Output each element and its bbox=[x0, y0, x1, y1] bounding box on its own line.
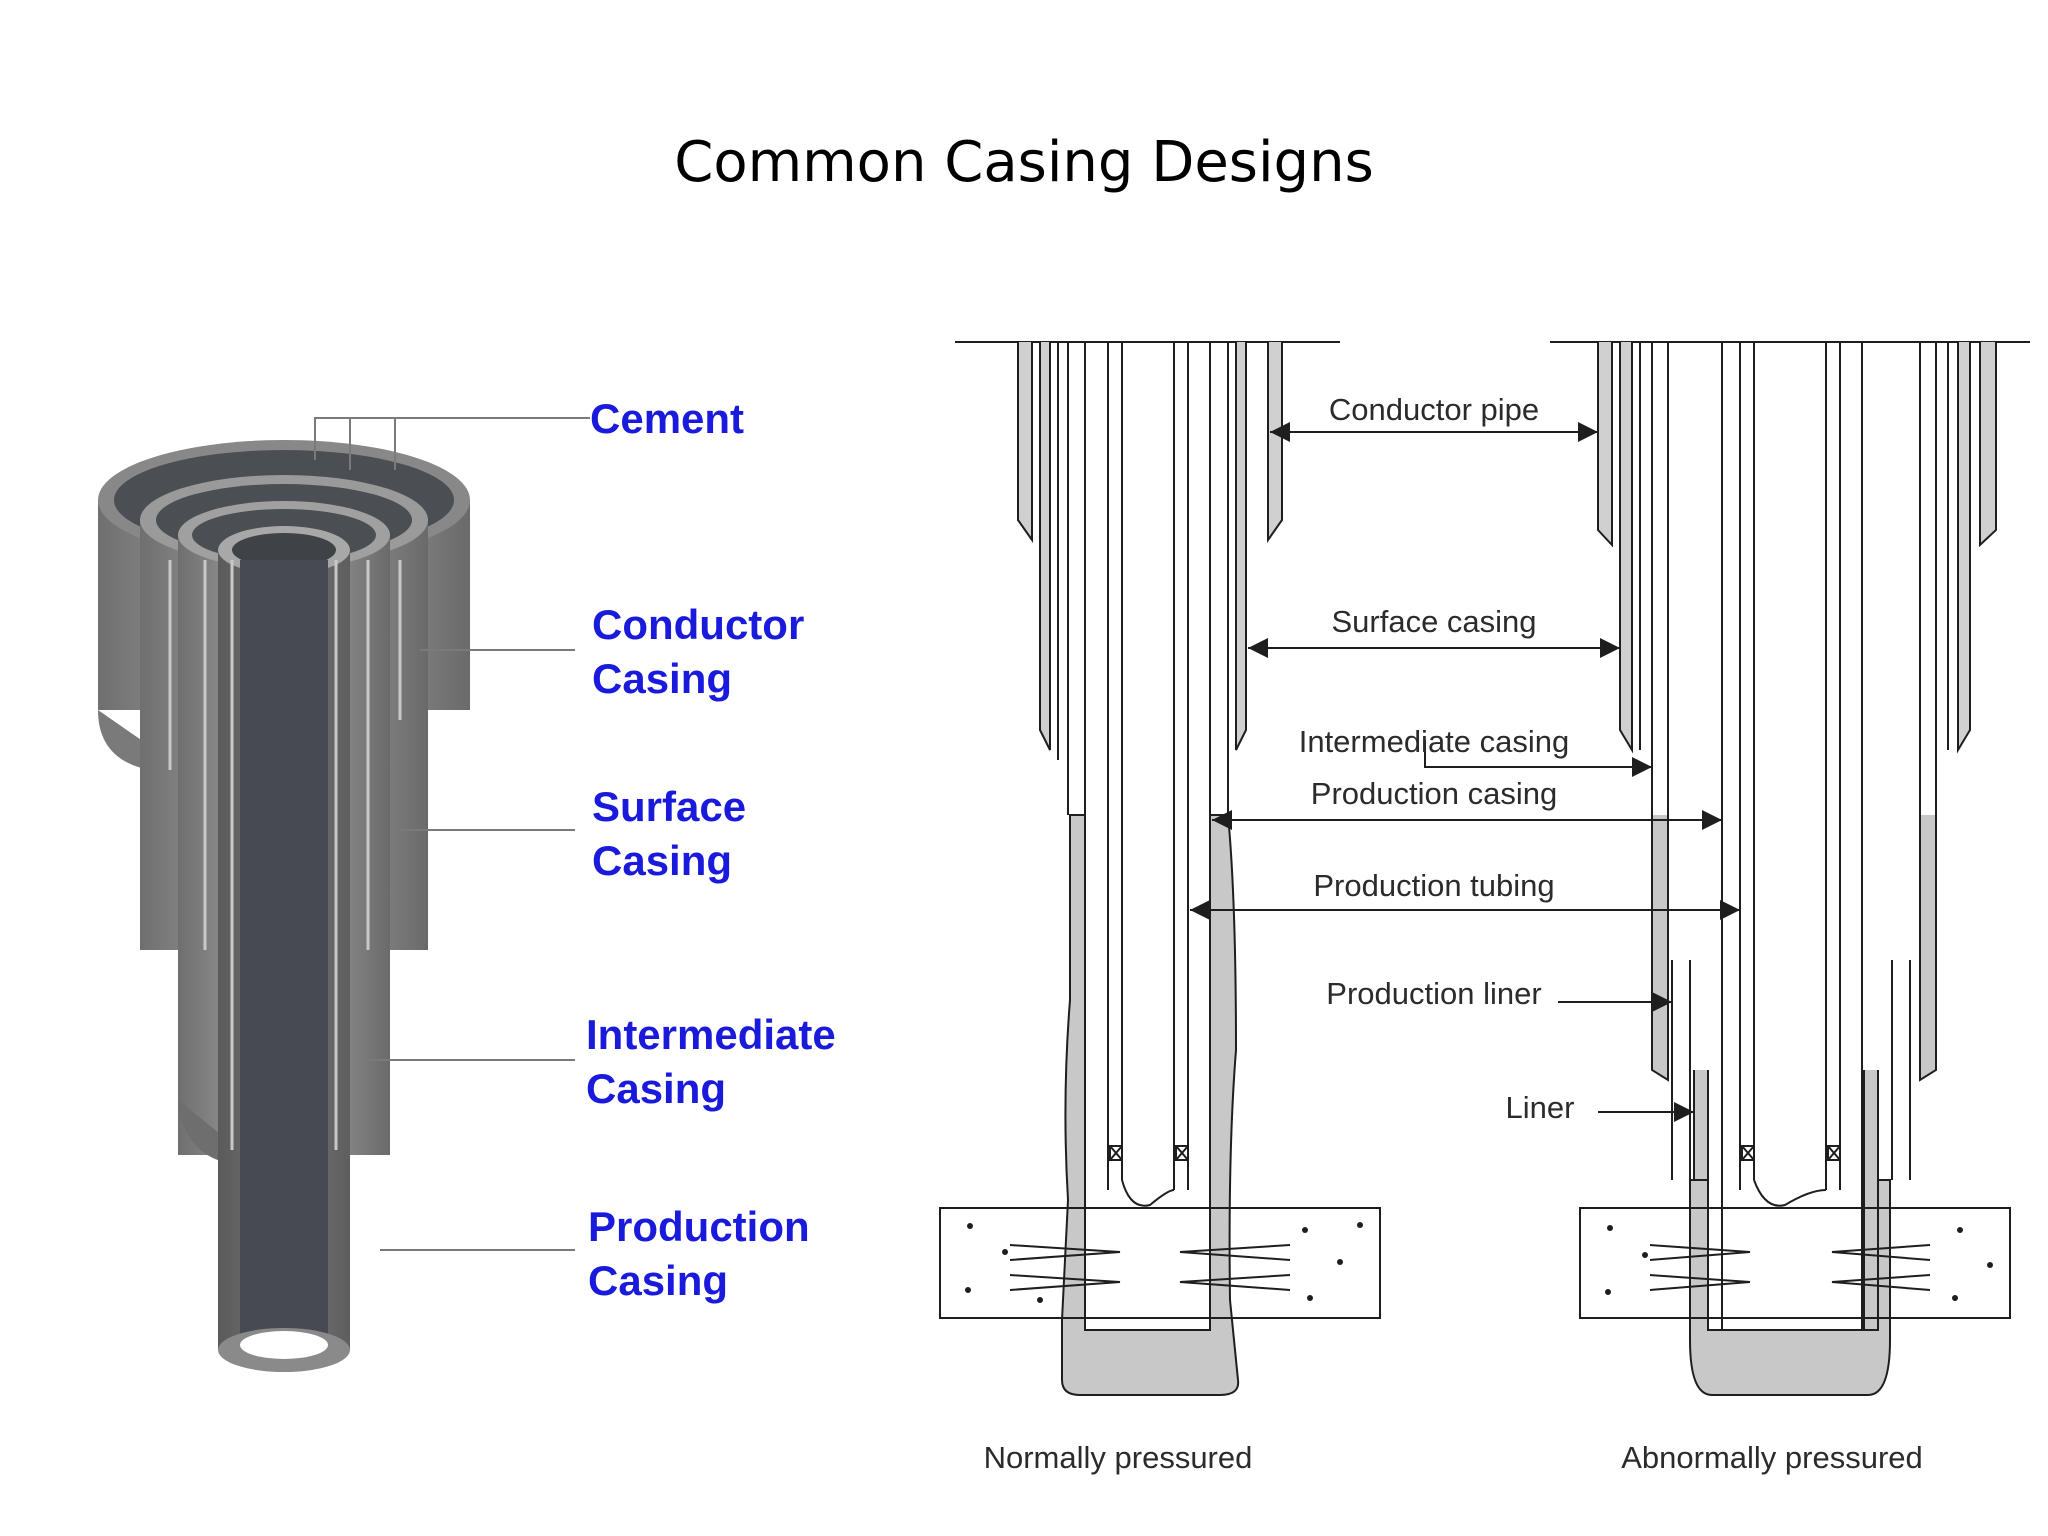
intermediate-casing-label-line2: Casing bbox=[586, 1065, 727, 1112]
cutaway-leader-lines bbox=[314, 417, 590, 1251]
intermediate-casing-arrow bbox=[1424, 740, 1652, 777]
surface-casing-label: Surface Casing bbox=[592, 780, 746, 888]
intermediate-casing-label-line1: Intermediate bbox=[586, 1011, 836, 1058]
conductor-casing-label: Conductor Casing bbox=[592, 598, 804, 706]
dimension-arrows bbox=[1190, 422, 1740, 1122]
normal-well bbox=[939, 342, 1381, 1396]
normally-pressured-caption: Normally pressured bbox=[984, 1440, 1253, 1475]
production-casing-shape bbox=[218, 526, 350, 1372]
cement-label: Cement bbox=[590, 395, 745, 442]
conductor-pipe-label: Conductor pipe bbox=[1329, 392, 1539, 427]
surface-casing-label: Surface casing bbox=[1331, 604, 1536, 639]
reservoir-dots bbox=[965, 1222, 1993, 1303]
production-casing-schematic-label: Production casing bbox=[1311, 776, 1557, 811]
cutaway-section-lines bbox=[168, 560, 402, 1150]
intermediate-casing-label: Intermediate Casing bbox=[586, 1008, 836, 1116]
production-casing-label-line1: Production bbox=[588, 1203, 810, 1250]
slide-title: Common Casing Designs bbox=[674, 130, 1374, 195]
production-tubing-label: Production tubing bbox=[1313, 868, 1554, 903]
conductor-casing-label-line2: Casing bbox=[592, 655, 733, 702]
abnormal-well bbox=[1579, 342, 2011, 1396]
surface-casing-label-line2: Casing bbox=[592, 837, 733, 884]
production-casing-label-line2: Casing bbox=[588, 1257, 729, 1304]
conductor-casing-label-line1: Conductor bbox=[592, 601, 805, 648]
production-casing-label: Production Casing bbox=[588, 1200, 810, 1308]
production-liner-label: Production liner bbox=[1326, 976, 1541, 1011]
liner-label: Liner bbox=[1506, 1090, 1575, 1125]
intermediate-casing-schematic-label: Intermediate casing bbox=[1299, 724, 1570, 759]
surface-casing-label-line1: Surface bbox=[592, 783, 747, 830]
abnormally-pressured-caption: Abnormally pressured bbox=[1621, 1440, 1923, 1475]
